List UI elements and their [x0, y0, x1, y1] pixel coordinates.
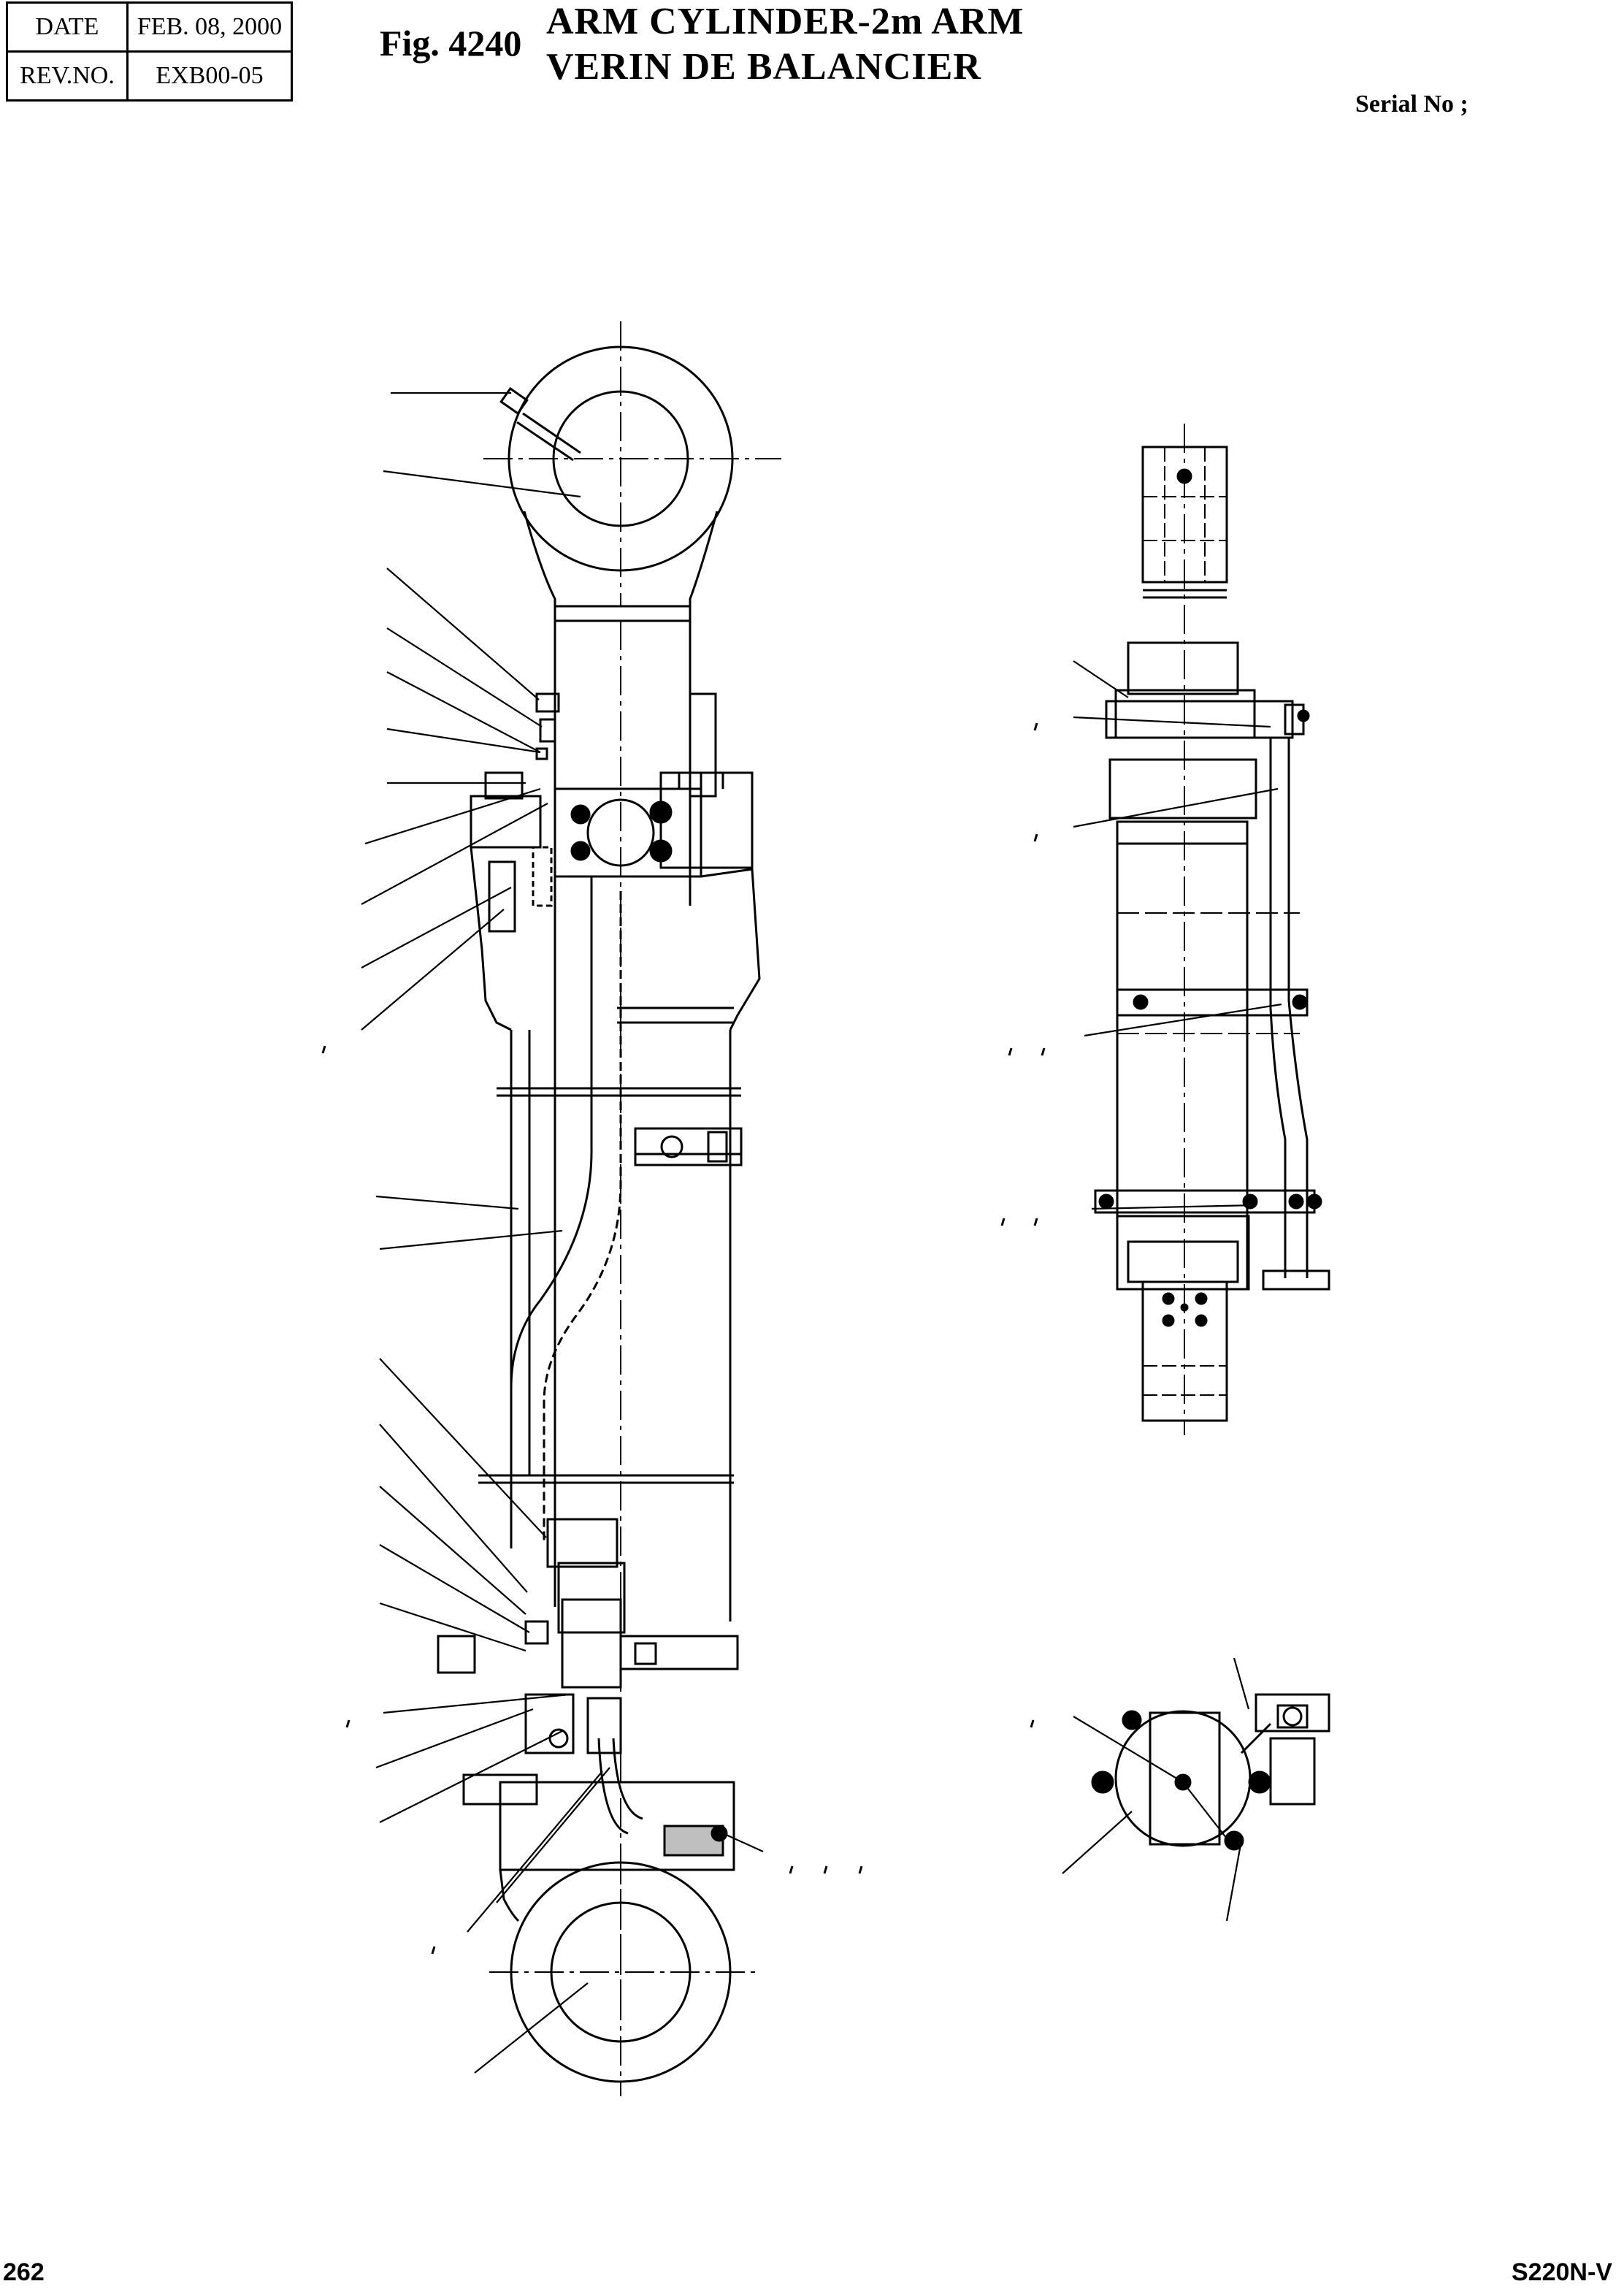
piston-assembly [438, 1519, 738, 1870]
right-end-view [1062, 1658, 1329, 1921]
cylinder-tube [478, 869, 759, 1621]
grease-nipple-top [501, 389, 581, 460]
figure-number: Fig. 4240 [380, 23, 522, 64]
rod-end-eye [483, 321, 781, 621]
figure-title-english: ARM CYLINDER-2m ARM [546, 1, 1024, 42]
serial-number-label: Serial No ; [1355, 91, 1468, 118]
revision-value: EXB00-05 [126, 50, 293, 102]
callout-comma-marks [323, 723, 1044, 1954]
model-code: S220N-V [1512, 2258, 1612, 2286]
cylinder-head [471, 694, 716, 1475]
date-label: DATE [6, 1, 129, 53]
right-top-view [1073, 424, 1329, 1435]
date-value: FEB. 08, 2000 [126, 1, 293, 53]
hydraulic-pipe [511, 876, 621, 1548]
revision-label: REV.NO. [6, 50, 129, 102]
page-number: 262 [3, 2258, 45, 2286]
figure-title-french: VERIN DE BALANCIER [546, 46, 981, 88]
revision-info-table: DATE FEB. 08, 2000 REV.NO. EXB00-05 [6, 1, 293, 102]
main-side-view [361, 321, 781, 2096]
cylinder-bottom-eye [489, 1855, 759, 2096]
port-block [555, 773, 752, 876]
main-view-leader-lines [361, 393, 763, 2073]
